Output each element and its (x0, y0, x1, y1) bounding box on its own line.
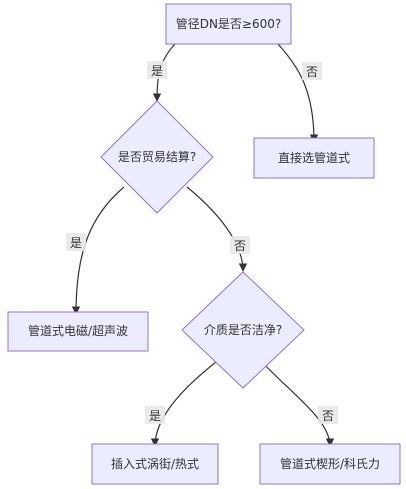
node-direct-pipe: 直接选管道式 (253, 137, 375, 179)
svg-text:否: 否 (306, 65, 318, 79)
edge-label-trade-yes: 是 (66, 233, 86, 251)
edge-label-trade-no: 否 (230, 236, 250, 254)
svg-text:是: 是 (70, 236, 82, 250)
edge-dn-no (277, 43, 319, 143)
node-wedge-coriolis: 管道式楔形/科氏力 (259, 443, 401, 485)
edge-clean-no (261, 361, 335, 447)
edge-clean-yes (150, 361, 217, 447)
node-em-ultrasonic: 管道式电磁/超声波 (7, 311, 149, 352)
svg-text:管道式电磁/超声波: 管道式电磁/超声波 (28, 323, 128, 338)
svg-text:是否贸易结算?: 是否贸易结算? (118, 149, 196, 164)
edge-label-clean-yes: 是 (145, 406, 165, 424)
edge-label-dn-no: 否 (302, 62, 322, 80)
edge-trade-no (186, 186, 248, 272)
svg-text:直接选管道式: 直接选管道式 (278, 150, 350, 165)
decision-medium-clean: 介质是否洁净? (181, 271, 305, 389)
decision-trade-settlement: 是否贸易结算? (100, 100, 214, 214)
node-insertion: 插入式涡街/热式 (91, 443, 219, 485)
svg-text:介质是否洁净?: 介质是否洁净? (204, 323, 282, 337)
edge-trade-yes (71, 186, 125, 315)
svg-text:是: 是 (149, 409, 161, 423)
svg-text:否: 否 (322, 409, 334, 423)
svg-text:插入式涡街/热式: 插入式涡街/热式 (111, 457, 199, 471)
node-dn-question: 管径DN是否≥600? (165, 3, 292, 45)
svg-text:否: 否 (234, 239, 246, 253)
svg-text:管道式楔形/科氏力: 管道式楔形/科氏力 (280, 456, 380, 471)
edge-label-clean-no: 否 (318, 406, 338, 424)
svg-text:是: 是 (151, 64, 163, 78)
svg-text:管径DN是否≥600?: 管径DN是否≥600? (176, 16, 282, 31)
edge-label-dn-yes: 是 (147, 61, 167, 79)
